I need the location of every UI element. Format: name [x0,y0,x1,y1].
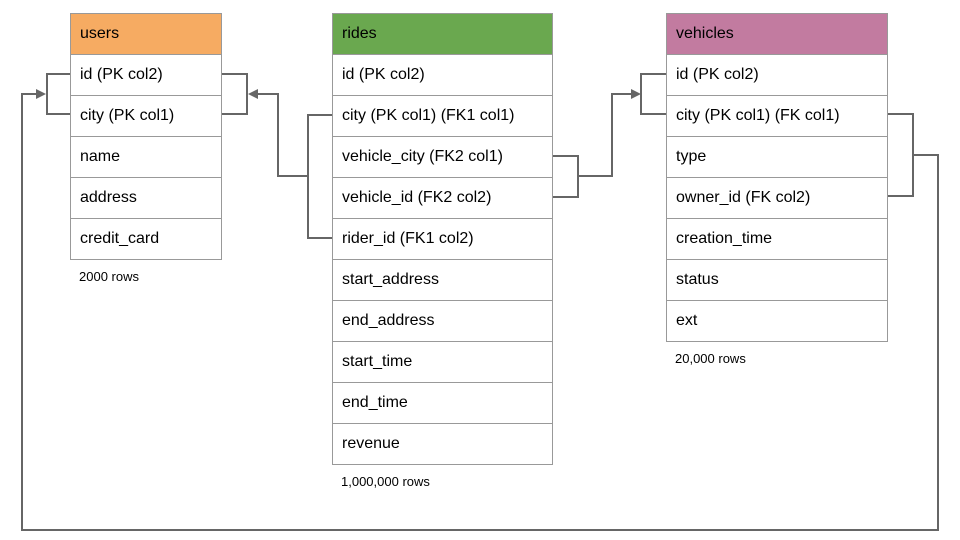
table-row: revenue [333,423,552,464]
table-row: credit_card [71,218,221,259]
table-row: status [667,259,887,300]
table-row: end_address [333,300,552,341]
table-row: ext [667,300,887,341]
table-rides-rowcount: 1,000,000 rows [341,474,430,489]
rides-right-fk2-bracket [553,155,579,198]
table-vehicles-rowcount: 20,000 rows [675,351,746,366]
table-row: vehicle_city (FK2 col1) [333,136,552,177]
table-row: name [71,136,221,177]
fk2-arrowhead-icon [631,89,641,99]
table-rides-header: rides [333,14,552,54]
table-row: end_time [333,382,552,423]
fk-arrowhead-icon [36,89,46,99]
table-row: start_address [333,259,552,300]
table-row: id (PK col2) [71,54,221,95]
table-row: address [71,177,221,218]
table-rides-rows: id (PK col2)city (PK col1) (FK1 col1)veh… [333,54,552,464]
table-vehicles: vehicles id (PK col2)city (PK col1) (FK … [666,13,888,366]
table-vehicles-box: vehicles id (PK col2)city (PK col1) (FK … [666,13,888,342]
table-vehicles-rows: id (PK col2)city (PK col1) (FK col1)type… [667,54,887,341]
table-row: creation_time [667,218,887,259]
fk-connector-vehicles-to-users [21,73,939,531]
table-row: city (PK col1) [71,95,221,136]
fk1-elbow [257,93,308,177]
vehicles-left-pk-bracket [640,73,666,115]
users-left-pk-bracket [46,73,70,115]
table-row: type [667,136,887,177]
table-row: id (PK col2) [667,54,887,95]
table-rides: rides id (PK col2)city (PK col1) (FK1 co… [332,13,553,489]
table-row: city (PK col1) (FK col1) [667,95,887,136]
fk2-connector-rides-to-vehicles [553,73,666,198]
table-row: city (PK col1) (FK1 col1) [333,95,552,136]
fk1-connector-rides-to-users [222,73,332,239]
table-row: start_time [333,341,552,382]
table-row: rider_id (FK1 col2) [333,218,552,259]
users-right-pk-bracket [222,73,248,115]
vehicles-right-fk-bracket [888,113,914,197]
table-row: id (PK col2) [333,54,552,95]
fk-loop-elbow [21,93,939,531]
table-row: vehicle_id (FK2 col2) [333,177,552,218]
fk1-arrowhead-icon [248,89,258,99]
table-rides-box: rides id (PK col2)city (PK col1) (FK1 co… [332,13,553,465]
fk2-elbow [578,93,632,177]
table-users-rowcount: 2000 rows [79,269,139,284]
table-vehicles-header: vehicles [667,14,887,54]
table-row: owner_id (FK col2) [667,177,887,218]
table-users-header: users [71,14,221,54]
rides-left-fk1-bracket [307,114,332,239]
